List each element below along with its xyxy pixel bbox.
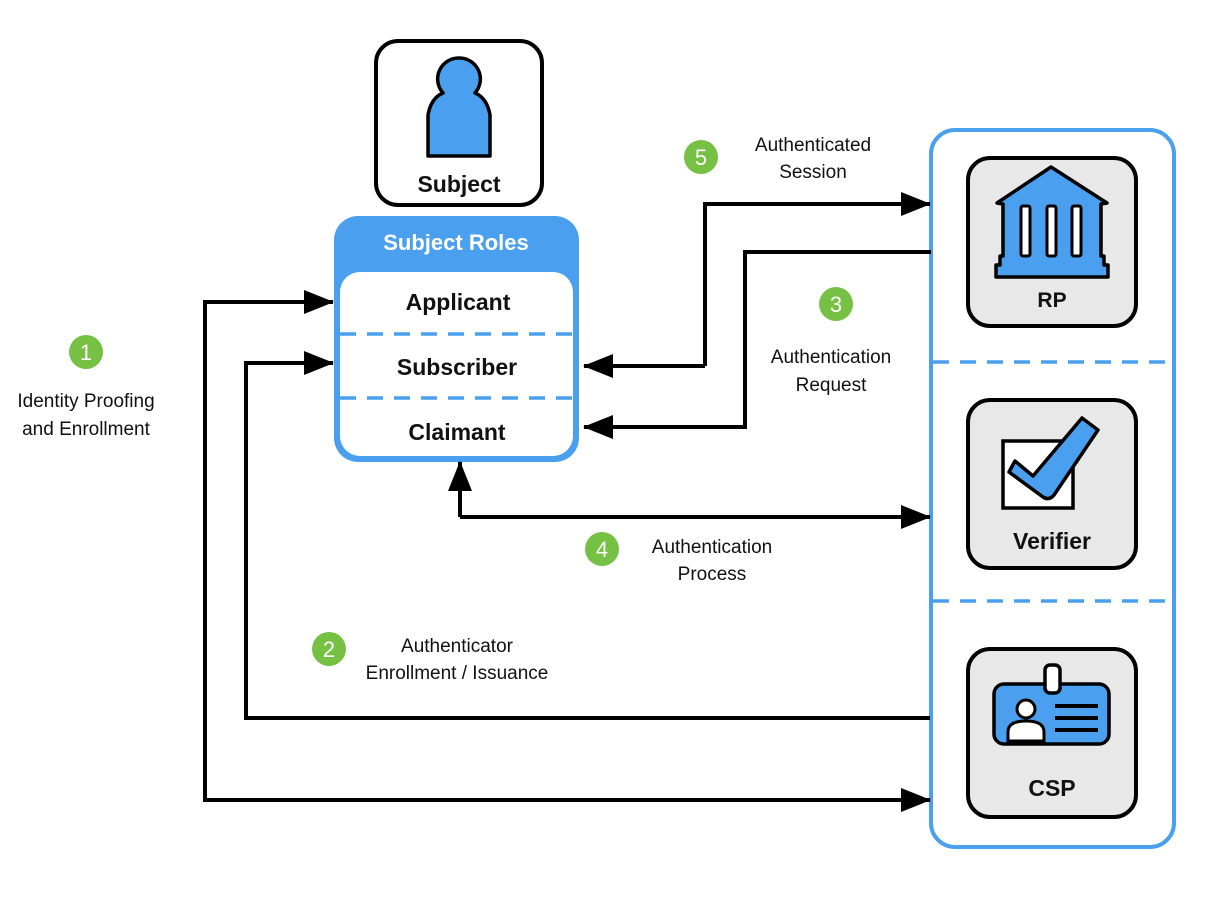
rp-tile: RP xyxy=(966,156,1138,328)
step-3: 3 Authentication Request xyxy=(771,287,891,396)
step-label-line: Process xyxy=(678,564,747,585)
rp-label: RP xyxy=(1037,289,1066,312)
role-subscriber: Subscriber xyxy=(397,354,517,380)
step-label-line: Request xyxy=(796,375,867,396)
step-number: 2 xyxy=(323,637,335,662)
csp-label: CSP xyxy=(1028,775,1075,801)
subject-roles-box: Subject Roles Applicant Subscriber Claim… xyxy=(334,216,579,462)
step-label-line: Enrollment / Issuance xyxy=(366,663,549,684)
step-4: 4 Authentication Process xyxy=(585,532,772,585)
step-1: 1 Identity Proofing and Enrollment xyxy=(17,335,155,440)
parties-container: RP Verifier CSP xyxy=(929,128,1176,849)
step-badge xyxy=(585,532,619,566)
subject-box: Subject xyxy=(374,39,544,207)
csp-tile: CSP xyxy=(966,647,1138,819)
step-label-line: Authenticator xyxy=(401,636,514,657)
step-number: 3 xyxy=(830,292,842,317)
step-label-line: Authentication xyxy=(652,537,772,558)
arrow-authenticated-session-to-rp xyxy=(703,192,931,366)
step-number: 1 xyxy=(80,340,92,365)
checkbox-check-icon xyxy=(1001,416,1100,510)
arrow-authentication-request xyxy=(583,250,931,439)
step-number: 4 xyxy=(596,537,608,562)
step-badge xyxy=(69,335,103,369)
step-badge xyxy=(819,287,853,321)
step-label-line: Authenticated xyxy=(755,135,871,156)
person-icon xyxy=(426,56,492,158)
verifier-label: Verifier xyxy=(1013,528,1091,554)
step-label-line: Authentication xyxy=(771,347,891,368)
step-2: 2 Authenticator Enrollment / Issuance xyxy=(312,632,548,684)
step-badge xyxy=(312,632,346,666)
step-label-line: Identity Proofing xyxy=(17,391,154,412)
role-claimant: Claimant xyxy=(408,419,505,445)
role-applicant: Applicant xyxy=(406,289,511,315)
subject-roles-header: Subject Roles xyxy=(383,230,528,255)
verifier-tile: Verifier xyxy=(966,398,1138,570)
bank-building-icon xyxy=(994,165,1110,279)
id-badge-icon xyxy=(992,663,1111,746)
step-number: 5 xyxy=(695,145,707,170)
step-label-line: and Enrollment xyxy=(22,419,151,440)
step-badge xyxy=(684,140,718,174)
step-label-line: Session xyxy=(779,162,847,183)
subject-label: Subject xyxy=(417,171,500,197)
step-5: 5 Authenticated Session xyxy=(684,135,871,183)
arrow-authenticator-issuance xyxy=(244,351,930,720)
